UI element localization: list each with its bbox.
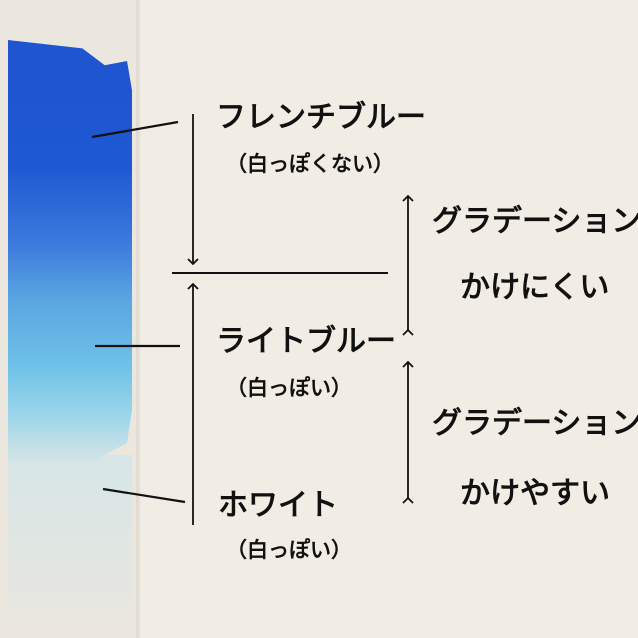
note-light-blue: （白っぽい）	[226, 376, 352, 400]
note-french-blue: （白っぽくない）	[226, 152, 394, 176]
label-white: ホワイト	[218, 488, 338, 523]
label-french-blue: フレンチブルー	[216, 100, 426, 135]
leader-line-french-blue	[91, 120, 179, 139]
leader-line-white	[102, 487, 186, 504]
paper-edge-shadow	[136, 0, 142, 638]
white-area	[8, 455, 132, 638]
label-light-blue: ライトブルー	[216, 324, 396, 359]
paint-swatch-strip	[0, 0, 142, 638]
range-hard-line1: グラデーション	[432, 204, 638, 239]
watercolor-gradient	[8, 40, 132, 460]
note-white: （白っぽい）	[226, 538, 352, 562]
range-hard-line2: かけにくい	[460, 270, 610, 305]
range-easy-line2: かけやすい	[460, 476, 610, 511]
range-easy-line1: グラデーション	[432, 406, 638, 441]
